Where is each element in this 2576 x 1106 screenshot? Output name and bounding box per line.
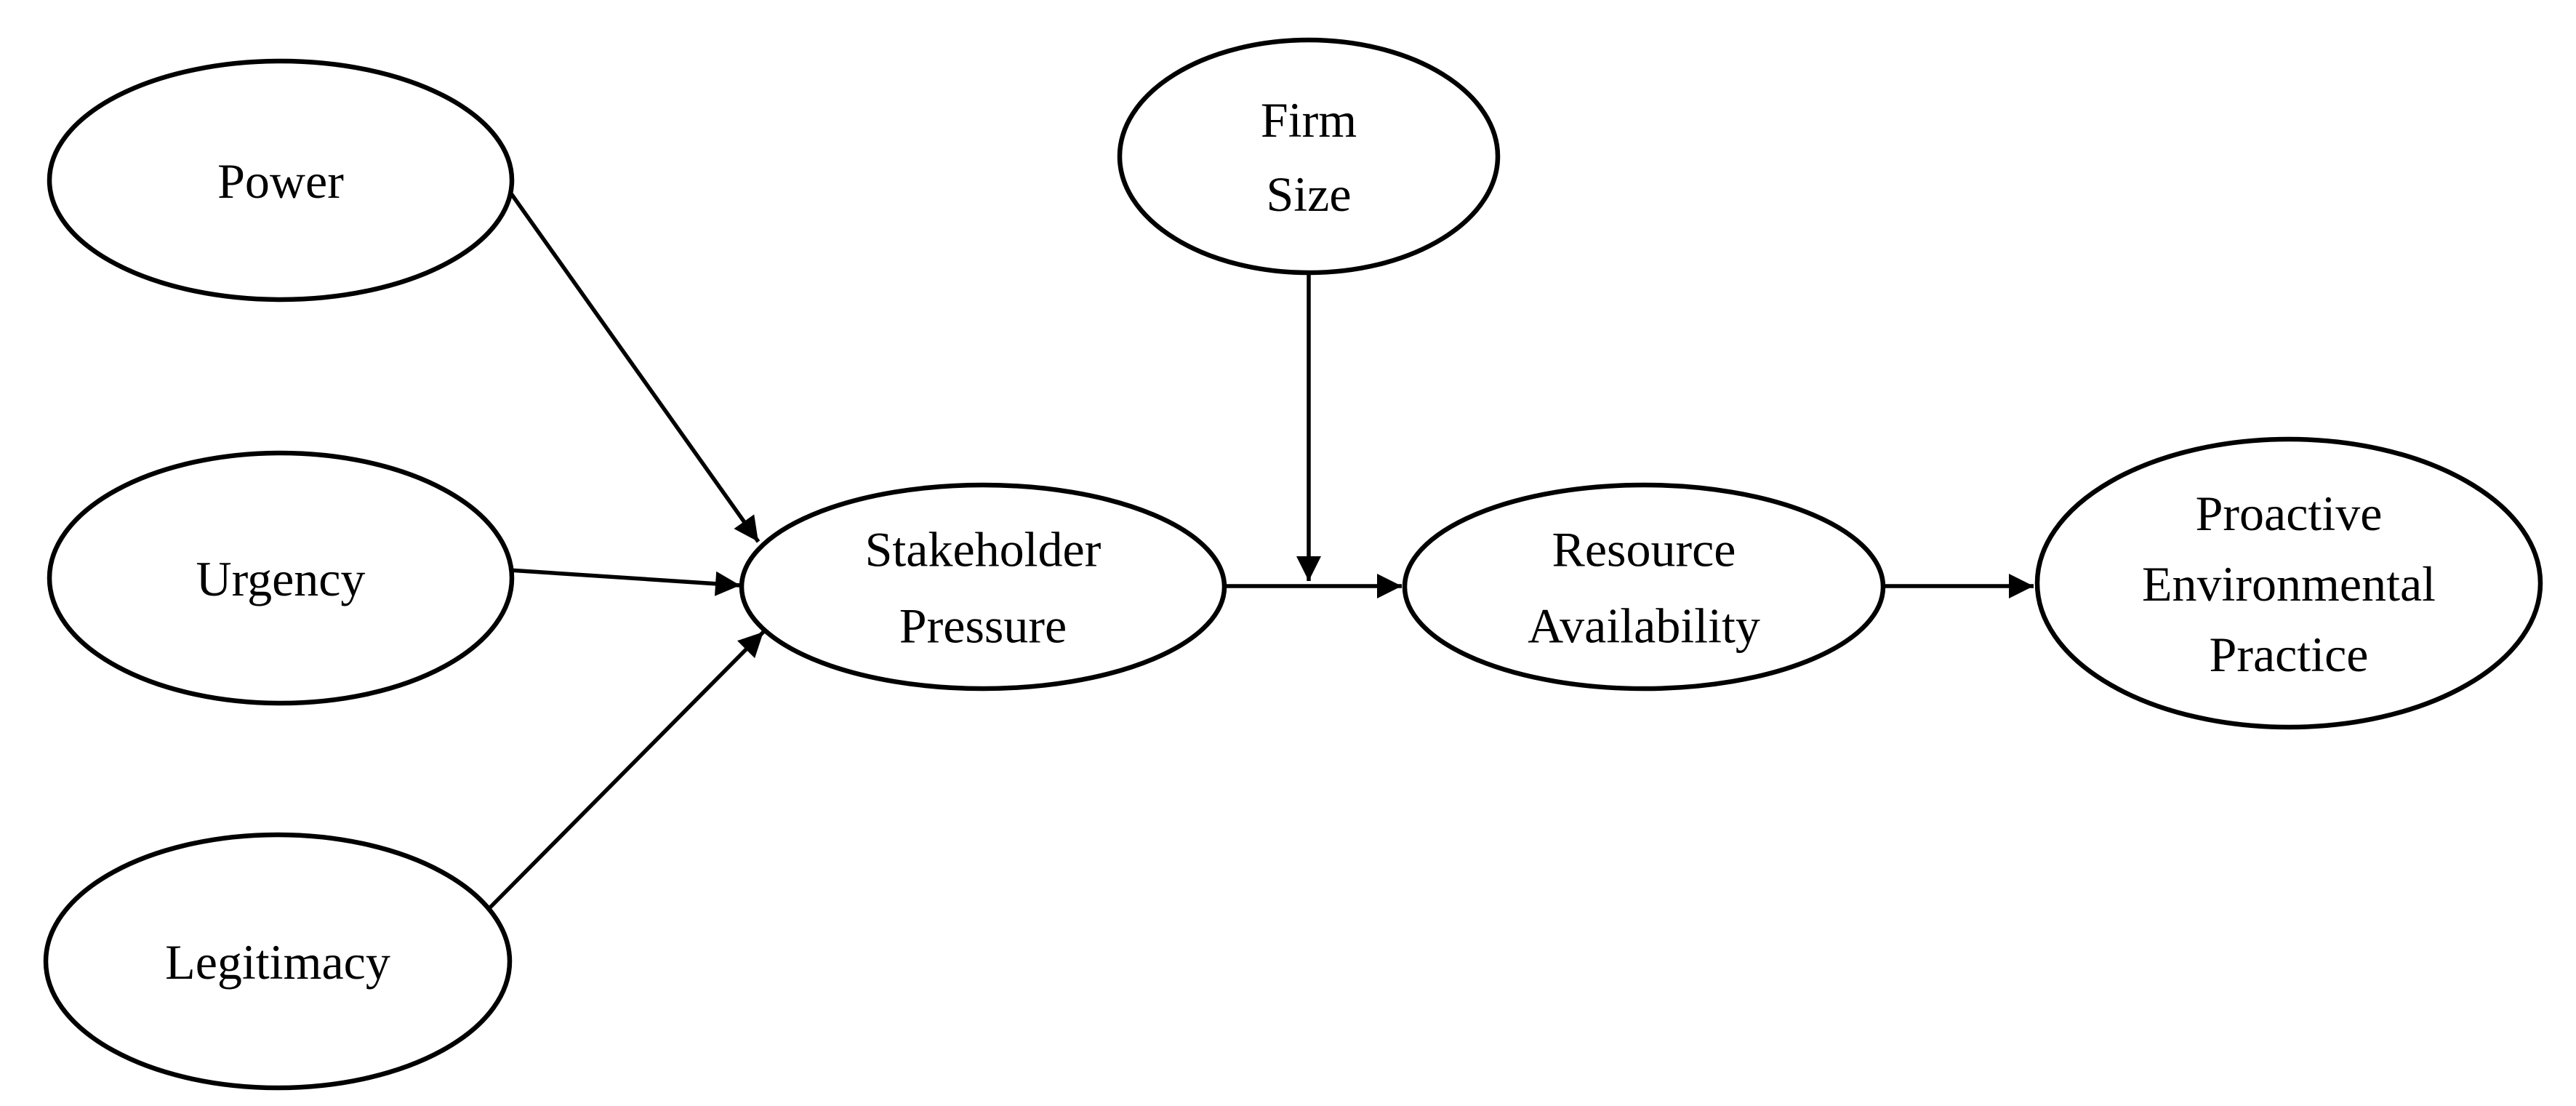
node-label-line: Resource <box>1552 521 1736 577</box>
node-label-line: Power <box>217 153 344 209</box>
node-label-line: Legitimacy <box>165 934 390 990</box>
node-label-urgency: Urgency <box>196 551 366 606</box>
node-ellipse-power <box>47 58 515 302</box>
node-label-line: Availability <box>1528 598 1760 653</box>
node-label-line: Practice <box>2210 627 2369 682</box>
node-label-legitimacy: Legitimacy <box>165 934 390 990</box>
node-label-line: Urgency <box>196 551 366 606</box>
node-ellipse-resource-availability <box>1402 482 1886 692</box>
node-ellipse-firm-size <box>1117 37 1501 276</box>
node-ellipse-urgency <box>47 450 515 706</box>
node-ellipse-proactive-environmental-practice <box>2034 436 2543 730</box>
edge-arrow-legitimacy-to-stakeholder-pressure <box>487 630 765 910</box>
edges-layer <box>487 189 2034 910</box>
node-ellipse-stakeholder-pressure <box>739 482 1227 692</box>
node-label-line: Pressure <box>899 598 1067 653</box>
node-label-line: Firm <box>1261 92 1357 148</box>
edge-arrow-urgency-to-stakeholder-pressure <box>508 568 741 596</box>
node-label-line: Size <box>1266 167 1351 222</box>
edge-arrow-power-to-stakeholder-pressure <box>507 189 761 543</box>
node-label-line: Environmental <box>2142 556 2436 612</box>
node-label-power: Power <box>217 153 344 209</box>
node-ellipse-legitimacy <box>43 832 513 1091</box>
node-label-line: Proactive <box>2196 486 2383 541</box>
node-label-line: Stakeholder <box>865 521 1102 577</box>
